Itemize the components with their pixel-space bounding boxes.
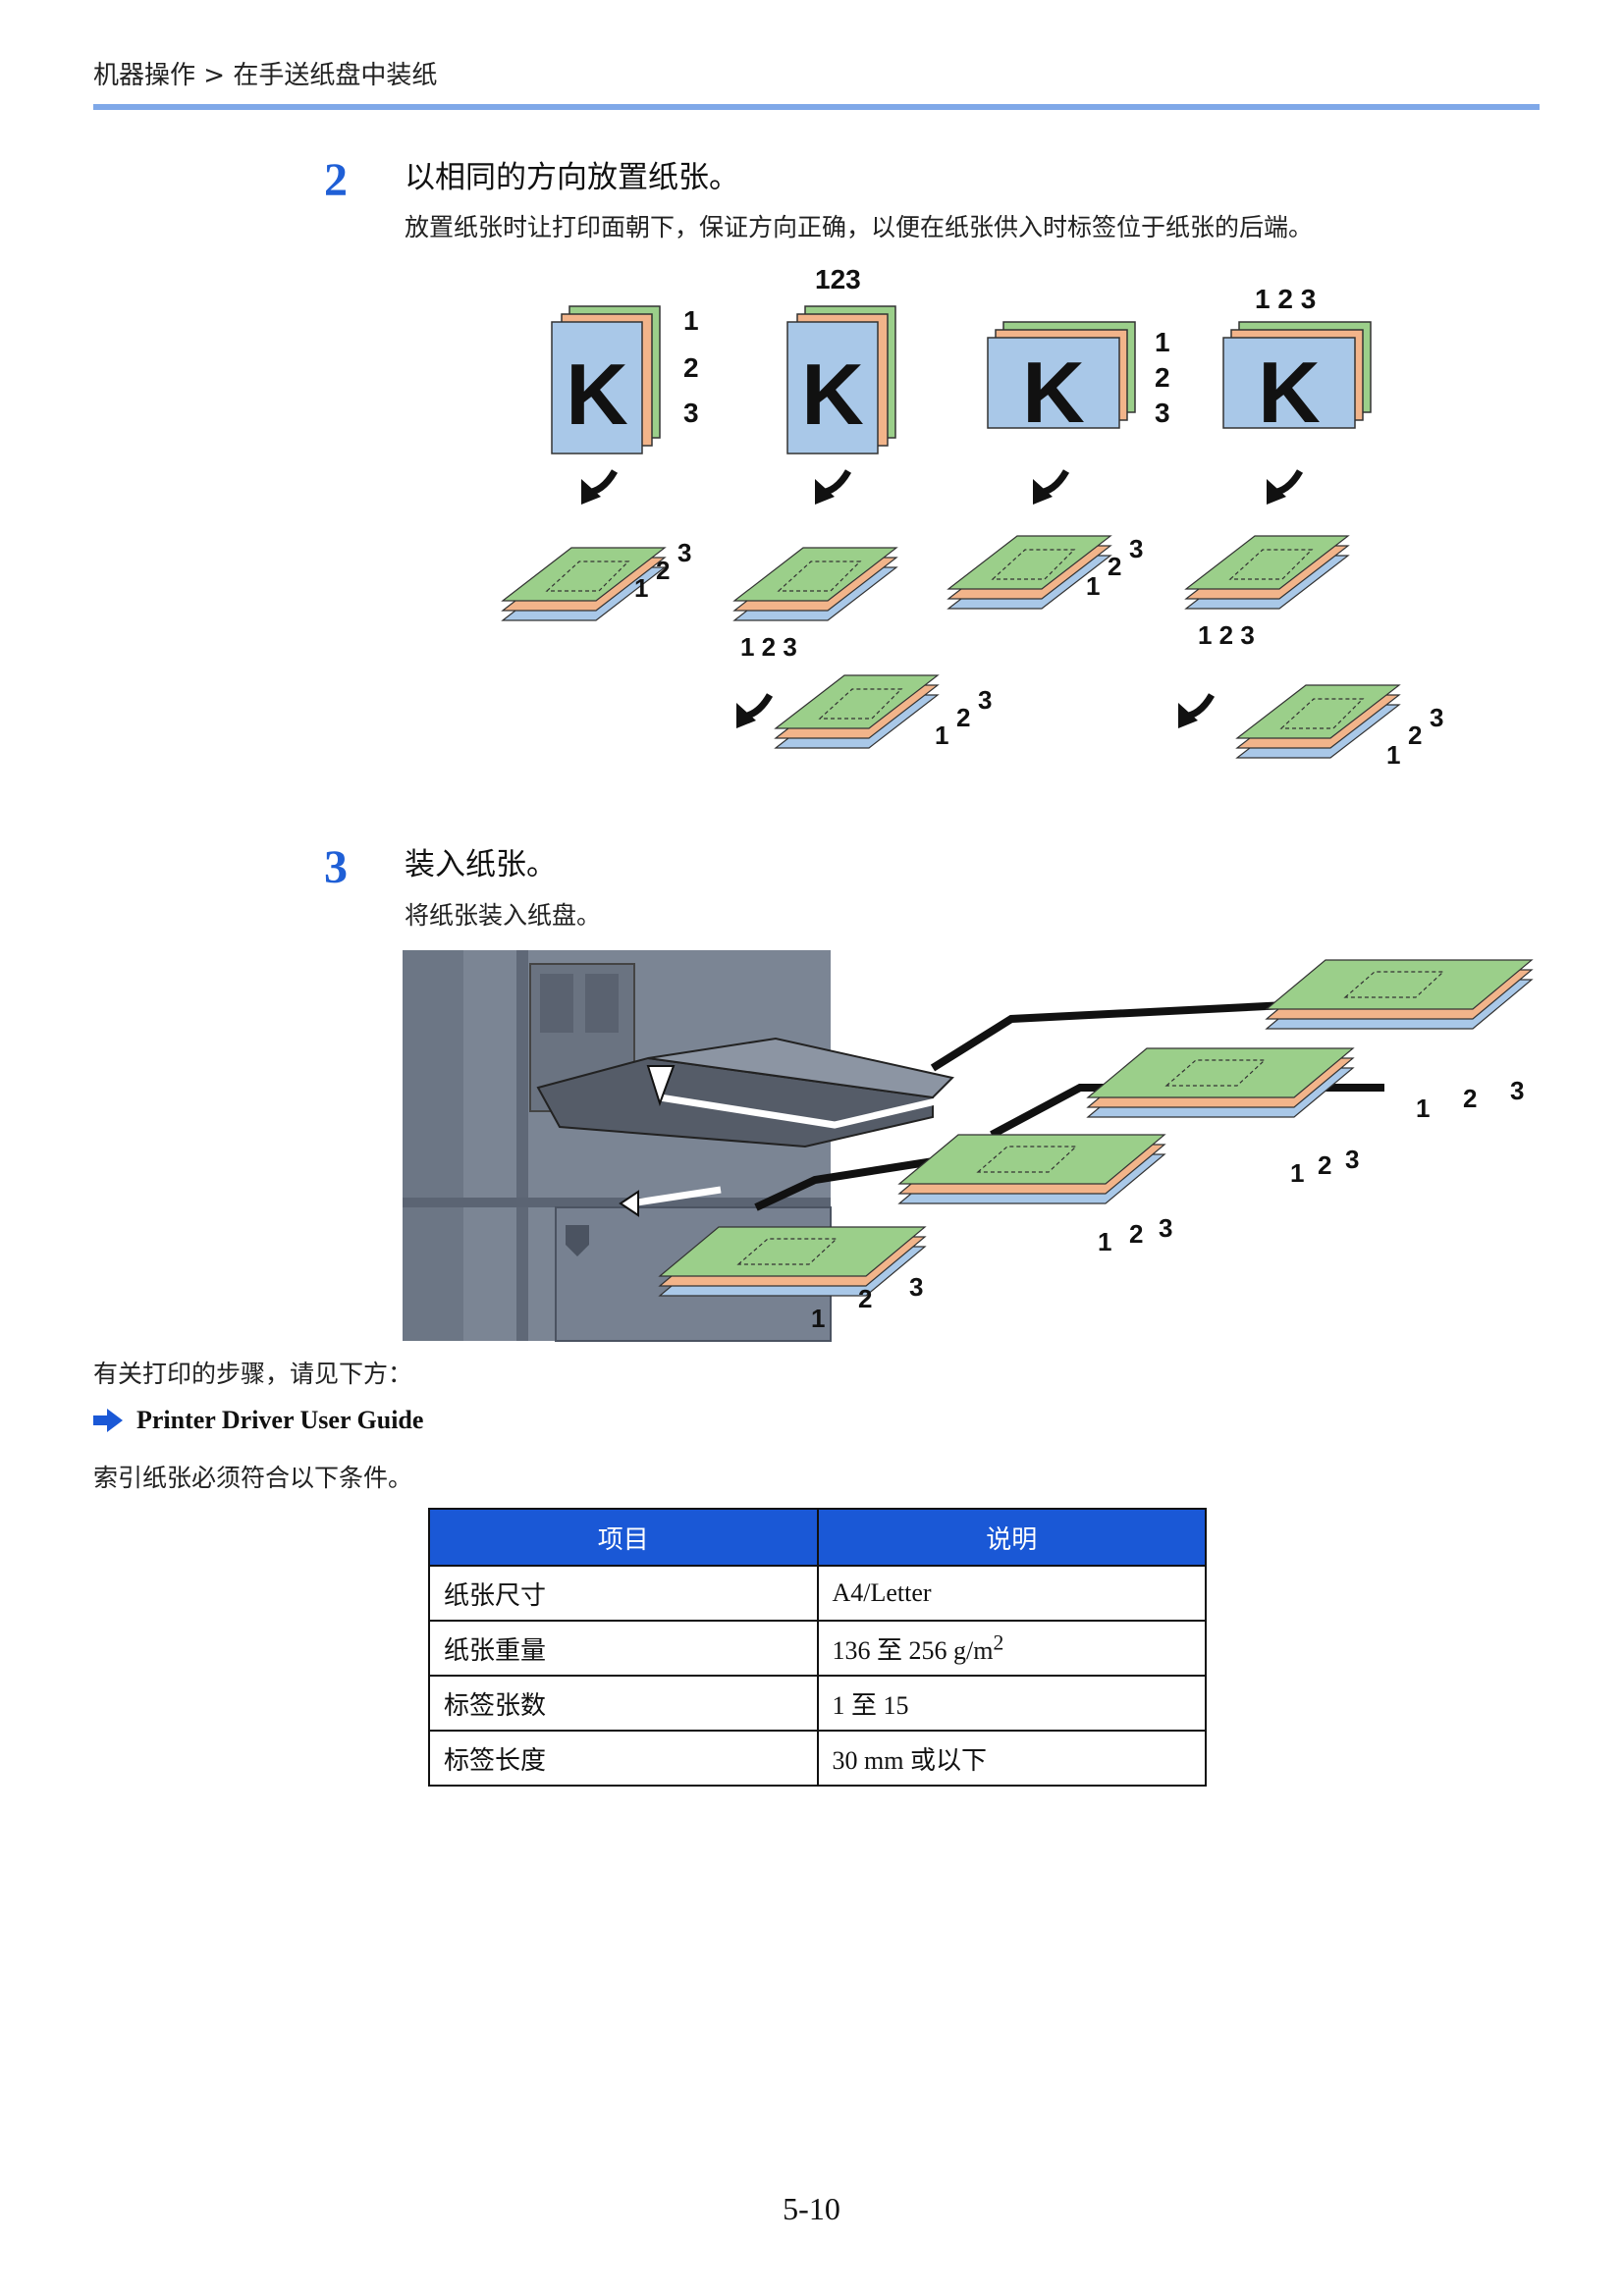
svg-text:1 2 3: 1 2 3 (1198, 620, 1255, 650)
flip-arrow-icon (1178, 695, 1212, 728)
superscript-2: 2 (993, 1629, 1004, 1654)
stack-flat-3: 3 2 1 (947, 534, 1143, 610)
svg-text:2: 2 (1108, 552, 1121, 581)
curve-arrow-icon (581, 471, 615, 505)
svg-text:K: K (1022, 344, 1085, 441)
svg-text:1: 1 (811, 1304, 825, 1333)
table-header-row: 项目 说明 (428, 1508, 1207, 1567)
svg-text:1: 1 (1416, 1094, 1430, 1123)
step-description-3: 将纸张装入纸盘。 (405, 901, 602, 930)
table-row: 纸张尺寸 A4/Letter (428, 1565, 1207, 1622)
svg-text:2: 2 (1129, 1219, 1143, 1249)
svg-text:1 2 3: 1 2 3 (740, 632, 797, 662)
paper-orientation-figure: K 1 2 3 3 2 1 123 1 2 3 (502, 264, 1443, 770)
svg-text:123: 123 (815, 264, 861, 294)
svg-text:3: 3 (1345, 1145, 1359, 1174)
svg-text:1: 1 (1086, 571, 1100, 601)
svg-text:3: 3 (909, 1272, 923, 1302)
svg-text:2: 2 (858, 1284, 872, 1313)
svg-text:3: 3 (677, 538, 691, 567)
table-cell-value: 136 至 256 g/m2 (816, 1620, 1207, 1677)
svg-text:2: 2 (1463, 1084, 1477, 1113)
svg-text:2: 2 (956, 703, 970, 732)
table-cell-value: A4/Letter (816, 1565, 1207, 1622)
svg-text:1: 1 (683, 305, 699, 336)
svg-text:3: 3 (1129, 534, 1143, 563)
stack-upright-2: 123 (786, 264, 896, 454)
svg-text:3: 3 (978, 685, 992, 715)
svg-text:1: 1 (1155, 327, 1170, 357)
table-cell-value: 30 mm 或以下 (816, 1730, 1207, 1787)
svg-text:3: 3 (1155, 398, 1170, 428)
table-cell-value: 1 至 15 (816, 1675, 1207, 1732)
step-title-2: 以相同的方向放置纸张。 (405, 160, 739, 195)
step-description-2: 放置纸张时让打印面朝下，保证方向正确，以便在纸张供入时标签位于纸张的后端。 (405, 213, 1314, 241)
load-paper-figure: 3 2 1 3 2 1 3 2 1 3 2 1 (403, 950, 1534, 1342)
flip-arrow-icon (736, 695, 770, 728)
table-cell-item: 纸张尺寸 (428, 1565, 819, 1622)
svg-text:1: 1 (1290, 1158, 1304, 1188)
svg-text:2: 2 (1408, 721, 1422, 750)
step-number-3: 3 (324, 841, 348, 893)
svg-text:K: K (1258, 344, 1321, 441)
header-rule (93, 104, 1540, 110)
svg-text:2: 2 (683, 352, 699, 383)
breadcrumb: 机器操作 > 在手送纸盘中装纸 (93, 61, 438, 90)
svg-text:2: 2 (1318, 1150, 1331, 1180)
paper-weight-value: 136 至 256 g/m (832, 1635, 994, 1665)
svg-text:3: 3 (1510, 1076, 1524, 1105)
reference-intro: 有关打印的步骤，请见下方： (93, 1360, 413, 1388)
page-number: 5-10 (783, 2191, 840, 2226)
step-number-2: 2 (324, 154, 348, 206)
curve-arrow-icon (1267, 471, 1300, 505)
svg-text:2: 2 (656, 556, 670, 585)
step-title-3: 装入纸张。 (405, 847, 557, 882)
stack-upright-4: 1 2 3 K (1222, 284, 1372, 441)
table-cell-item: 标签长度 (428, 1730, 819, 1787)
paper-stack-3: 3 2 1 (1086, 1047, 1359, 1188)
stack-flipped-4: 3 2 1 (1178, 684, 1443, 770)
index-paper-spec-table: 项目 说明 纸张尺寸 A4/Letter 纸张重量 136 至 256 g/m2… (428, 1508, 1207, 1787)
stack-upright-1: 1 2 3 (551, 305, 699, 454)
printer-driver-link[interactable]: Printer Driver User Guide (93, 1406, 423, 1435)
printer-driver-link-text[interactable]: Printer Driver User Guide (136, 1406, 424, 1434)
paper-stack-4: 3 2 1 (1265, 959, 1534, 1123)
svg-text:1: 1 (1098, 1227, 1111, 1256)
svg-text:3: 3 (1159, 1213, 1172, 1243)
curve-arrow-icon (1033, 471, 1066, 505)
svg-text:2: 2 (1155, 362, 1170, 393)
table-header-item: 项目 (428, 1508, 819, 1567)
svg-text:3: 3 (683, 398, 699, 428)
table-row: 标签长度 30 mm 或以下 (428, 1730, 1207, 1787)
paper-stack-2: 3 2 1 (897, 1134, 1172, 1256)
svg-text:3: 3 (1430, 703, 1443, 732)
svg-text:1: 1 (935, 721, 948, 750)
svg-text:1 2 3: 1 2 3 (1255, 284, 1316, 314)
conditions-text: 索引纸张必须符合以下条件。 (93, 1464, 413, 1492)
svg-text:1: 1 (1386, 740, 1400, 770)
paper-stack-1: 3 2 1 (658, 1226, 927, 1333)
stack-flipped-2: 3 2 1 (736, 674, 992, 750)
stack-flat-2: 1 2 3 (733, 547, 897, 662)
stack-flat-1: 3 2 1 (502, 538, 691, 621)
table-header-description: 说明 (816, 1508, 1207, 1567)
table-cell-item: 标签张数 (428, 1675, 819, 1732)
curve-arrow-icon (815, 471, 848, 505)
arrow-right-icon (93, 1409, 123, 1432)
table-cell-item: 纸张重量 (428, 1620, 819, 1677)
table-row: 标签张数 1 至 15 (428, 1675, 1207, 1732)
table-row: 纸张重量 136 至 256 g/m2 (428, 1620, 1207, 1677)
svg-text:1: 1 (634, 573, 648, 603)
stack-upright-3: K 1 2 3 (987, 321, 1170, 441)
stack-flat-4: 1 2 3 (1185, 535, 1349, 650)
